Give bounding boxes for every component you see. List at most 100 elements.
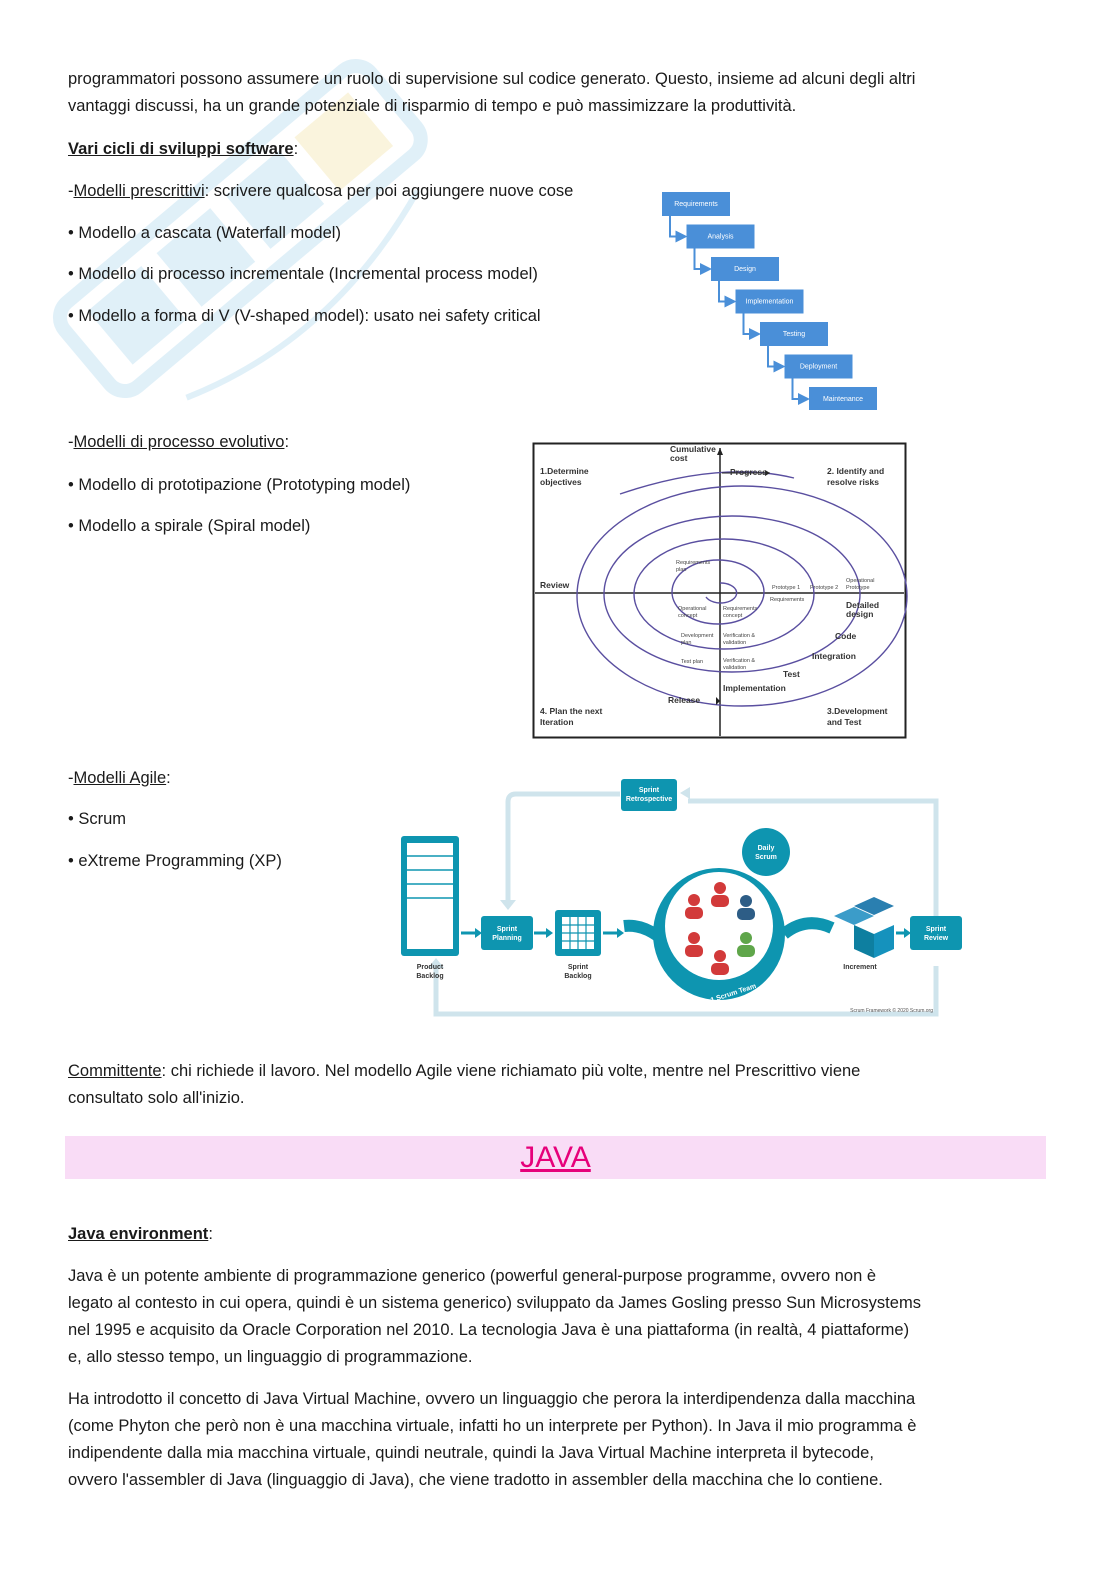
increment-label: Increment bbox=[843, 964, 877, 971]
java-p1-line-3: nel 1995 e acquisito da Oracle Corporati… bbox=[68, 1321, 910, 1339]
progress-label: Progress bbox=[730, 467, 767, 477]
waterfall-step-label: Implementation bbox=[746, 299, 794, 306]
committente-label: Committente bbox=[68, 1062, 162, 1080]
waterfall-step-box bbox=[809, 387, 877, 410]
list-item: • eXtreme Programming (XP) bbox=[68, 852, 282, 870]
java-p2-line-1: Ha introdotto il concetto di Java Virtua… bbox=[68, 1390, 916, 1408]
waterfall-step-box bbox=[760, 322, 828, 346]
product-backlog-label-1: Product bbox=[417, 964, 444, 971]
spiral-diagram: Cumulative cost Progress 1.Determine obj… bbox=[532, 442, 908, 739]
committente-line-2: consultato solo all'inizio. bbox=[68, 1089, 245, 1107]
q1-label-2: objectives bbox=[540, 477, 582, 487]
review-label: Review bbox=[540, 580, 570, 590]
sprint-planning-label-2: Planning bbox=[492, 935, 522, 942]
waterfall-diagram: RequirementsAnalysisDesignImplementation… bbox=[662, 192, 877, 410]
op-prototype-label-2: Prototype bbox=[846, 585, 870, 591]
daily-scrum-circle bbox=[742, 828, 790, 876]
dev-plan-label-1: Development bbox=[681, 633, 714, 639]
proto2-label: Prototype 2 bbox=[810, 585, 838, 591]
scrum-loop bbox=[433, 791, 939, 1017]
detailed-design-label-1: Detailed bbox=[846, 600, 879, 610]
waterfall-connector-arrow bbox=[718, 281, 737, 308]
intro-line-2: vantaggi discussi, ha un grande potenzia… bbox=[68, 97, 797, 115]
waterfall-step-label: Analysis bbox=[707, 234, 734, 241]
requirements-label: Requirements bbox=[770, 597, 804, 603]
evolutivo-heading: -Modelli di processo evolutivo: bbox=[68, 433, 290, 451]
sprint-review-box bbox=[910, 916, 962, 950]
waterfall-connector-arrow bbox=[742, 313, 761, 340]
sprint-planning-label-1: Sprint bbox=[497, 926, 518, 933]
java-section-band: JAVA bbox=[65, 1136, 1046, 1179]
q2-label-1: 2. Identify and bbox=[827, 466, 884, 476]
prescrittivi-label: Modelli prescrittivi bbox=[73, 182, 205, 200]
java-p2-line-3: indipendente dalla mia macchina virtuale… bbox=[68, 1444, 874, 1462]
cicli-heading-text: Vari cicli di sviluppi software bbox=[68, 140, 294, 158]
java-p1-line-1: Java è un potente ambiente di programmaz… bbox=[68, 1267, 877, 1285]
implementation-label: Implementation bbox=[723, 683, 786, 693]
q3-label-2: and Test bbox=[827, 717, 861, 727]
waterfall-step-label: Requirements bbox=[674, 201, 718, 208]
op-concept-label-2: concept bbox=[678, 613, 698, 619]
q4-label-2: Iteration bbox=[540, 717, 574, 727]
list-item: • Scrum bbox=[68, 810, 127, 828]
waterfall-step-box bbox=[662, 192, 730, 216]
code-label: Code bbox=[835, 631, 857, 641]
waterfall-step-box bbox=[735, 289, 804, 314]
planning-arrow-icon bbox=[500, 900, 516, 910]
waterfall-step-label: Deployment bbox=[800, 364, 837, 371]
axis-arrow-up-icon bbox=[717, 448, 723, 455]
java-p1-line-4: e, allo stesso tempo, un linguaggio di p… bbox=[68, 1348, 473, 1366]
java-p2-line-4: ovvero l'assembler di Java (linguaggio d… bbox=[68, 1471, 883, 1489]
verif2-label-2: validation bbox=[723, 665, 746, 671]
q1-label-1: 1.Determine bbox=[540, 466, 589, 476]
waterfall-connector-arrow bbox=[767, 346, 786, 373]
list-item: • Modello a forma di V (V-shaped model):… bbox=[68, 307, 541, 325]
java-env-heading: Java environment: bbox=[68, 1225, 213, 1243]
team-people-icons bbox=[685, 882, 755, 975]
q3-label-1: 3.Development bbox=[827, 706, 888, 716]
sprint-planning-box bbox=[481, 916, 533, 950]
waterfall-step-box bbox=[784, 354, 853, 379]
verif1-label-1: Verification & bbox=[723, 633, 755, 639]
waterfall-connector-arrow bbox=[669, 216, 688, 243]
waterfall-step-label: Testing bbox=[783, 331, 805, 338]
cumulative-cost-label-1: Cumulative bbox=[670, 444, 716, 454]
evolutivo-label: Modelli di processo evolutivo bbox=[73, 433, 285, 451]
req-concept-label-2: concept bbox=[723, 613, 743, 619]
intro-line-1: programmatori possono assumere un ruolo … bbox=[68, 70, 916, 88]
sprint-retro-label-1: Sprint bbox=[639, 787, 660, 794]
detailed-design-label-2: design bbox=[846, 609, 873, 619]
req-concept-label-1: Requirements bbox=[723, 606, 757, 612]
committente-line-1: Committente: chi richiede il lavoro. Nel… bbox=[68, 1058, 860, 1085]
waterfall-step-box bbox=[686, 224, 755, 249]
cicli-heading: Vari cicli di sviluppi software: bbox=[68, 140, 299, 158]
daily-scrum-label-2: Scrum bbox=[755, 854, 777, 861]
scrum-credit: Scrum Framework © 2020 Scrum.org bbox=[850, 1007, 933, 1014]
sprint-backlog-label-1: Sprint bbox=[568, 964, 589, 971]
product-backlog-label-2: Backlog bbox=[416, 973, 443, 980]
sprint-retrospective-box bbox=[621, 779, 677, 811]
release-arrow-icon bbox=[716, 697, 720, 705]
verif1-label-2: validation bbox=[723, 640, 746, 646]
java-env-heading-text: Java environment bbox=[68, 1225, 209, 1243]
req-plan-label-1: Requirements bbox=[676, 560, 710, 566]
java-title: JAVA bbox=[520, 1141, 591, 1174]
dev-plan-label-2: plan bbox=[681, 640, 691, 646]
q2-label-2: resolve risks bbox=[827, 477, 879, 487]
waterfall-step-label: Maintenance bbox=[823, 396, 863, 403]
test-label: Test bbox=[783, 669, 800, 679]
daily-scrum-label-1: Daily bbox=[758, 845, 775, 852]
waterfall-connector-arrow bbox=[791, 378, 810, 405]
release-label: Release bbox=[668, 695, 700, 705]
sprint-review-label-2: Review bbox=[924, 935, 949, 942]
scrum-diagram: Sprint Retrospective Product Backlog Spr… bbox=[401, 779, 962, 1017]
retro-arrow-icon bbox=[680, 787, 690, 799]
waterfall-step-box bbox=[711, 257, 779, 281]
prescrittivi-heading: -Modelli prescrittivi: scrivere qualcosa… bbox=[68, 182, 574, 200]
java-p2-line-2: (come Phyton che però non è una macchina… bbox=[68, 1417, 917, 1435]
proto1-label: Prototype 1 bbox=[772, 585, 800, 591]
cumulative-cost-label-2: cost bbox=[670, 453, 688, 463]
req-plan-label-2: plan bbox=[676, 567, 686, 573]
committente-text-1: : chi richiede il lavoro. Nel modello Ag… bbox=[161, 1062, 861, 1080]
verif2-label-1: Verification & bbox=[723, 658, 755, 664]
